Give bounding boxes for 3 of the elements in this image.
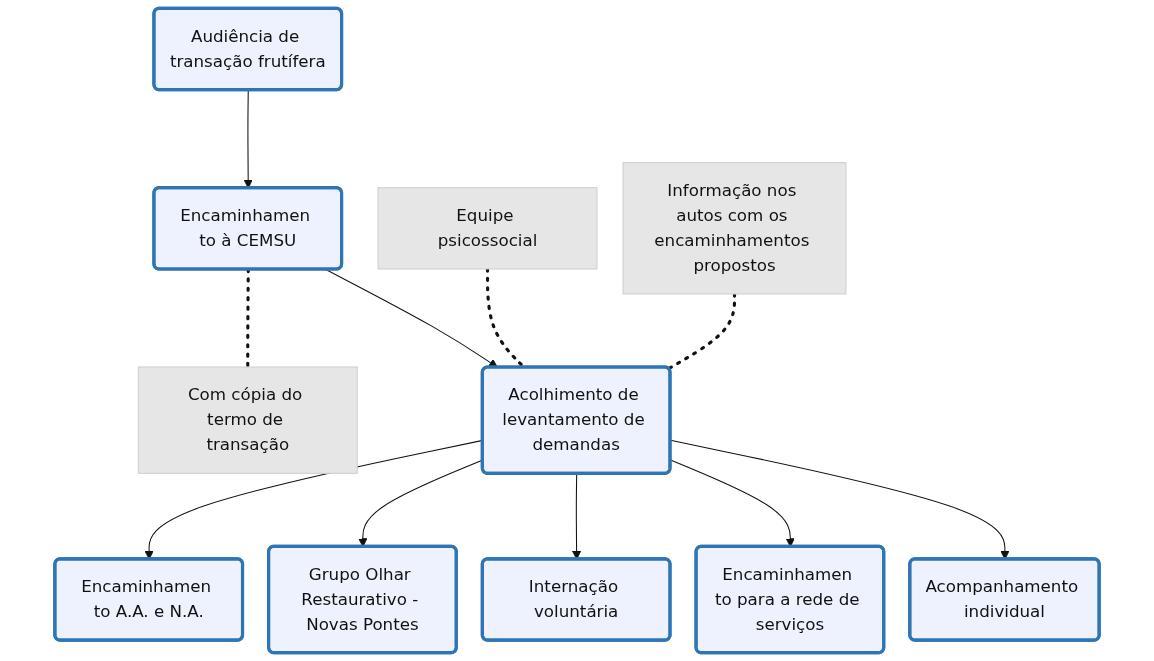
node-box: Equipe psicossocial — [377, 187, 598, 270]
node-box: Informação nos autos com os encaminhamentos propostos — [622, 162, 847, 295]
node-box: Com cópia do termo de transação — [137, 366, 358, 474]
